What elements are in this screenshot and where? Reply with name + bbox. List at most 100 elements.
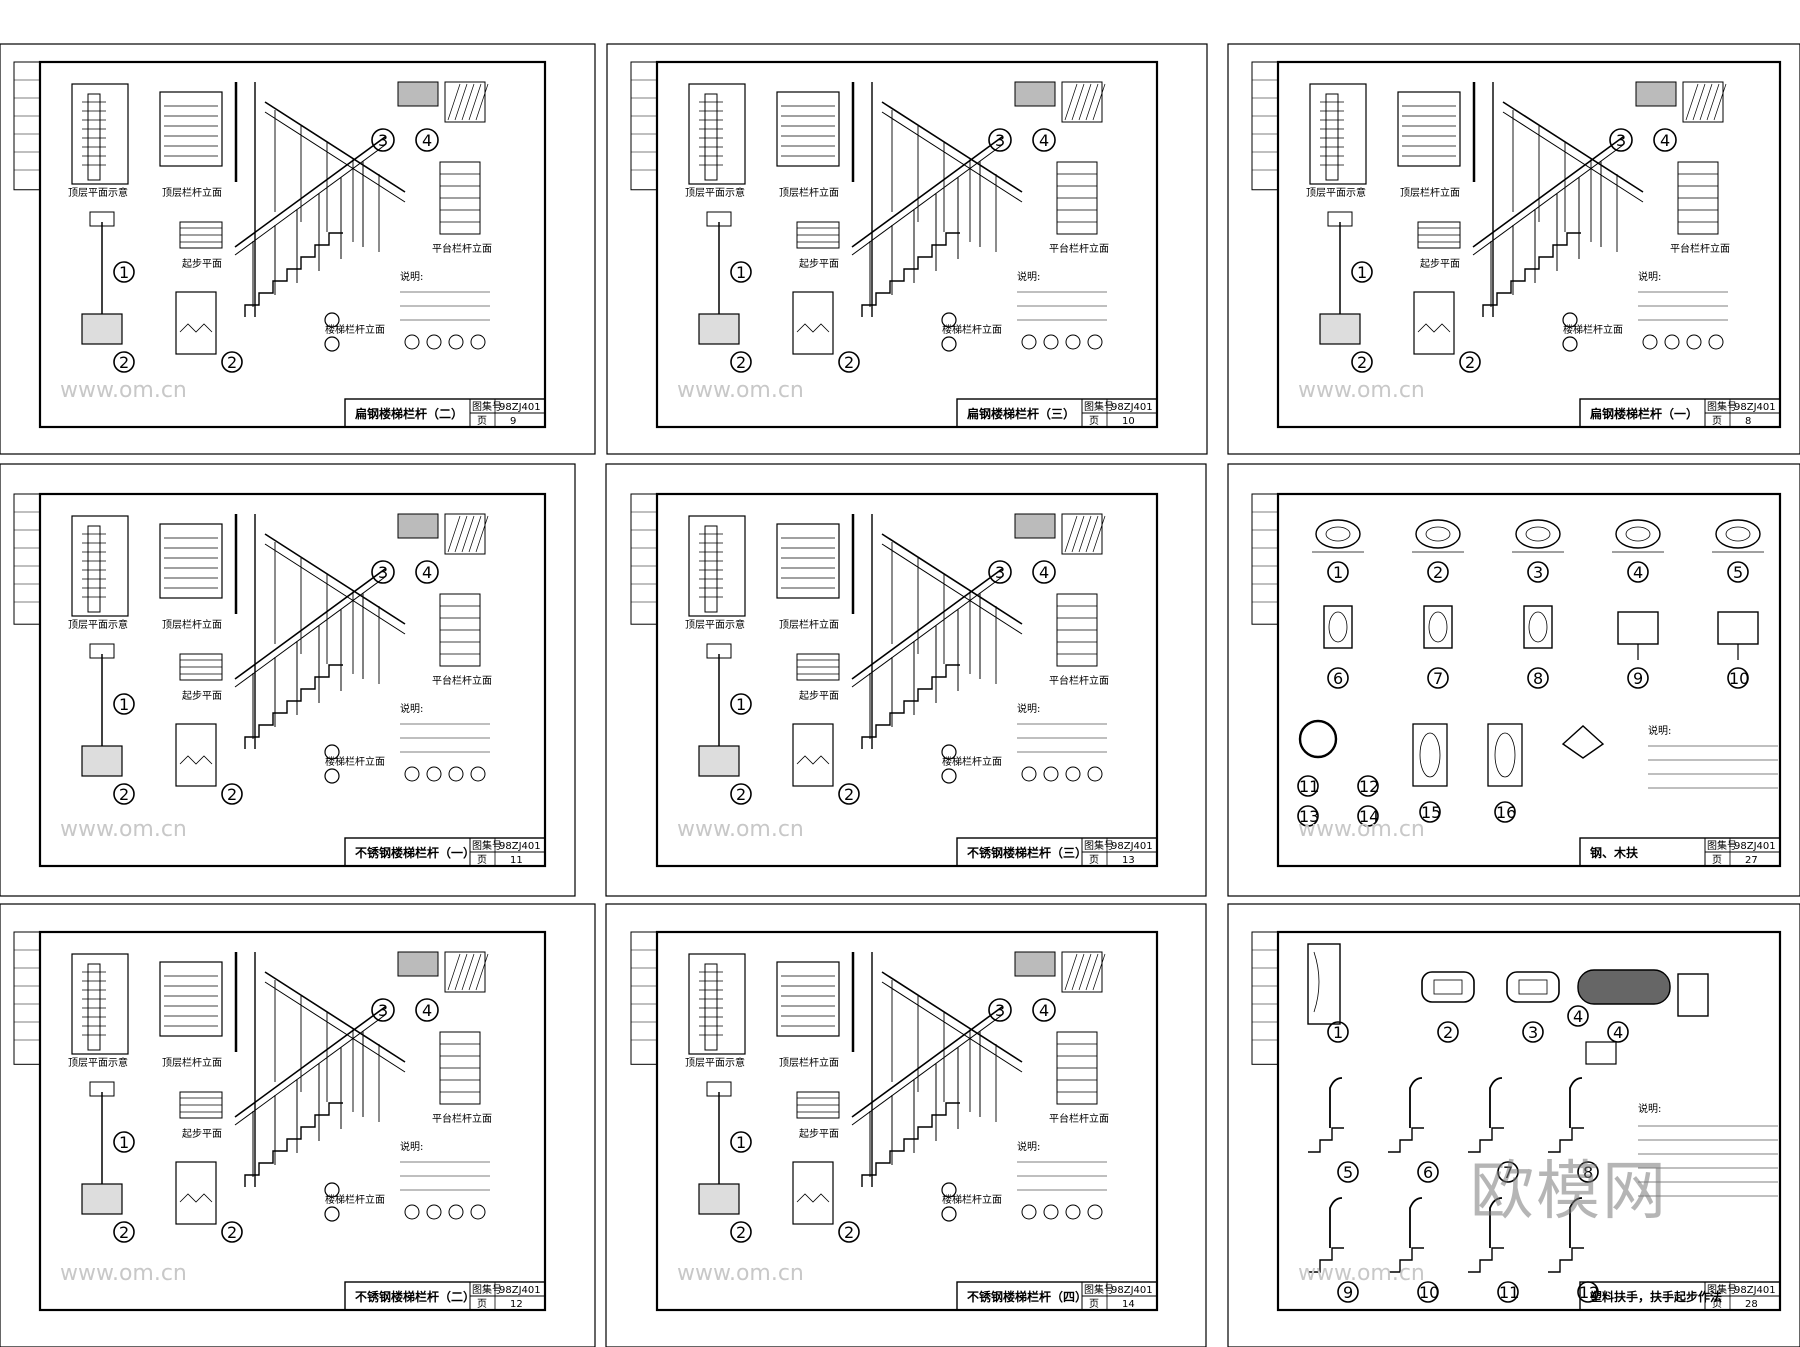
- page-label: 页: [1089, 1298, 1099, 1310]
- sheet-label: 起步平面: [1420, 258, 1460, 270]
- atlas-no-label: 图集号: [472, 839, 502, 852]
- sheet-label: 顶层栏杆立面: [779, 618, 839, 631]
- detail-callout: [1351, 351, 1373, 373]
- atlas-no-label: 图集号: [472, 1283, 502, 1296]
- detail-number: 2: [119, 353, 129, 372]
- atlas-no-label: 图集号: [1084, 400, 1114, 413]
- sheet-label: 顶层平面示意: [68, 186, 128, 199]
- detail-callout: [1327, 1021, 1349, 1043]
- sheet-label: 平台栏杆立面: [1049, 674, 1109, 687]
- detail-number: 4: [422, 1001, 432, 1020]
- detail-number: 12: [1579, 1283, 1599, 1302]
- detail-number: 2: [119, 1223, 129, 1242]
- sheet-label: 说明:: [400, 270, 423, 283]
- detail-callout: [1419, 801, 1441, 823]
- detail-callout: [1577, 1161, 1599, 1183]
- sheet-title: 不锈钢楼梯栏杆（二）: [355, 1289, 475, 1304]
- detail-number: 2: [227, 785, 237, 804]
- atlas-no: 98ZJ401: [499, 841, 541, 852]
- page-number: 9: [510, 416, 516, 427]
- detail-number: 2: [1357, 353, 1367, 372]
- detail-number: 3: [378, 1001, 388, 1020]
- detail-number: 4: [1660, 131, 1670, 150]
- atlas-no-label: 图集号: [1707, 839, 1737, 852]
- detail-callout: [415, 998, 439, 1022]
- sheet-label: 说明:: [400, 702, 423, 715]
- atlas-no-label: 图集号: [1707, 400, 1737, 413]
- detail-number: 1: [736, 263, 746, 282]
- page-number: 27: [1745, 855, 1758, 866]
- page-label: 页: [477, 854, 487, 866]
- detail-number: 10: [1729, 669, 1749, 688]
- detail-callout: [1032, 128, 1056, 152]
- detail-number: 2: [844, 785, 854, 804]
- sheet-label: 顶层栏杆立面: [779, 186, 839, 199]
- atlas-no: 98ZJ401: [1111, 841, 1153, 852]
- detail-callout: [221, 783, 243, 805]
- sheet-label: 顶层平面示意: [68, 1056, 128, 1069]
- detail-callout: [730, 693, 752, 715]
- detail-callout: [113, 261, 135, 283]
- page-number: 12: [510, 1299, 523, 1310]
- sheet-title: 不锈钢楼梯栏杆（四）: [967, 1289, 1087, 1304]
- stair-steps: [244, 1102, 343, 1187]
- detail-number: 3: [378, 563, 388, 582]
- sheet-title: 扁钢楼梯栏杆（三）: [967, 406, 1075, 421]
- atlas-no: 98ZJ401: [1111, 402, 1153, 413]
- detail-callout: [730, 1131, 752, 1153]
- sheet-title: 扁钢楼梯栏杆（二）: [355, 406, 463, 421]
- sheet-label: 顶层平面示意: [685, 1056, 745, 1069]
- detail-callout: [988, 998, 1012, 1022]
- site-watermark: www.om.cn: [60, 1261, 187, 1286]
- site-watermark: www.om.cn: [677, 378, 804, 403]
- detail-callout: [1427, 667, 1449, 689]
- detail-number: 4: [1573, 1007, 1583, 1026]
- page-label: 页: [1712, 854, 1722, 866]
- detail-callout: [1653, 128, 1677, 152]
- page-label: 页: [477, 1298, 487, 1310]
- detail-callout: [1567, 1005, 1589, 1027]
- detail-number: 8: [1583, 1163, 1593, 1182]
- detail-callout: [838, 1221, 860, 1243]
- detail-number: 1: [1357, 263, 1367, 282]
- site-watermark: www.om.cn: [1298, 378, 1425, 403]
- detail-callout: [988, 560, 1012, 584]
- atlas-no: 98ZJ401: [499, 402, 541, 413]
- detail-number: 4: [1039, 131, 1049, 150]
- stair-steps: [861, 664, 960, 749]
- detail-callout: [221, 351, 243, 373]
- site-watermark: www.om.cn: [677, 1261, 804, 1286]
- sheet-title: 塑料扶手，扶手起步作法: [1590, 1289, 1722, 1304]
- detail-number: 6: [1423, 1163, 1433, 1182]
- page-number: 14: [1122, 1299, 1135, 1310]
- sheet-label: 顶层栏杆立面: [162, 618, 222, 631]
- detail-callout: [1494, 801, 1516, 823]
- detail-callout: [1032, 560, 1056, 584]
- detail-number: 6: [1333, 669, 1343, 688]
- stair-steps: [861, 232, 960, 317]
- detail-number: 3: [1533, 563, 1543, 582]
- sheet-label: 说明:: [1638, 1102, 1661, 1115]
- detail-number: 4: [422, 563, 432, 582]
- page-label: 页: [1712, 1298, 1722, 1310]
- detail-callout: [1351, 261, 1373, 283]
- detail-number: 2: [1433, 563, 1443, 582]
- sheet-label: 起步平面: [799, 258, 839, 270]
- detail-number: 3: [1616, 131, 1626, 150]
- detail-callout: [838, 783, 860, 805]
- detail-callout: [371, 998, 395, 1022]
- detail-number: 5: [1343, 1163, 1353, 1182]
- sheet-label: 楼梯栏杆立面: [942, 323, 1002, 336]
- sheet-label: 楼梯栏杆立面: [942, 1193, 1002, 1206]
- detail-number: 2: [1465, 353, 1475, 372]
- detail-number: 2: [844, 1223, 854, 1242]
- detail-callout: [113, 351, 135, 373]
- site-watermark: www.om.cn: [60, 817, 187, 842]
- detail-callout: [988, 128, 1012, 152]
- sheet-label: 平台栏杆立面: [1049, 1112, 1109, 1125]
- sheet-label: 楼梯栏杆立面: [942, 755, 1002, 768]
